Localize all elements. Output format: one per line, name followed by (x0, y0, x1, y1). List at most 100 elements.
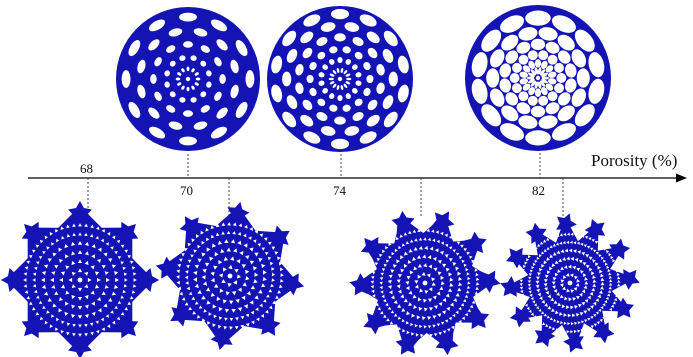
lattice-pore (258, 257, 263, 263)
lattice-lobe (21, 221, 46, 246)
lattice-pore (186, 264, 190, 269)
disk-hole (345, 58, 351, 65)
lattice-pore (440, 275, 445, 281)
disk-hole (564, 78, 577, 93)
lattice-pore (233, 280, 238, 285)
lattice-pore (122, 289, 126, 294)
lattice-pore (89, 234, 94, 238)
lattice-pore (562, 257, 566, 261)
disk-hole (354, 51, 363, 60)
lattice-pore (219, 288, 224, 293)
lattice-pore (193, 277, 198, 282)
lattice-pore (597, 265, 601, 270)
disk-hole (154, 57, 162, 67)
lattice-pore (556, 292, 560, 296)
lattice-pore (520, 272, 524, 276)
lattice-pore (535, 284, 540, 289)
disk-hole (354, 98, 363, 107)
disk-hole (490, 49, 505, 68)
lattice-pore (71, 260, 76, 266)
lattice-pore (463, 263, 467, 268)
lattice-pore (211, 243, 217, 248)
disk-hole (330, 138, 350, 150)
lattice-pore (573, 241, 577, 245)
lattice-pore (84, 241, 89, 246)
disk-hole (516, 41, 531, 54)
lattice-pore (595, 298, 599, 303)
lattice-pore (588, 256, 593, 261)
lattice-pore (461, 259, 465, 264)
lattice-pore (274, 251, 279, 255)
lattice-pore (427, 325, 432, 329)
disk-hole (552, 123, 576, 141)
lattice-pore (382, 249, 386, 254)
lattice-pore (228, 264, 233, 270)
lattice-pore (58, 308, 63, 313)
lattice-pore (229, 300, 234, 305)
lattice-pore (117, 256, 122, 260)
disk-hole (576, 68, 590, 88)
lattice-pore (408, 290, 413, 295)
lattice-pore (395, 236, 399, 241)
lattice-pore (600, 245, 604, 249)
disk-hole (512, 83, 522, 94)
lattice-lobe (395, 332, 419, 355)
disk-hole (190, 55, 197, 61)
disk-hole (200, 91, 207, 98)
lattice-pore (399, 234, 404, 238)
disk-hole (300, 31, 314, 44)
lattice-pore (561, 304, 566, 309)
lattice-pore (560, 320, 564, 325)
lattice-pore (582, 262, 587, 266)
lattice-pore (72, 223, 76, 227)
disk-hole (214, 91, 222, 101)
lattice-pore (432, 295, 437, 300)
lattice-pore (573, 287, 578, 291)
lattice-pore (66, 331, 70, 336)
lattice-pore (236, 274, 242, 279)
disk-hole (194, 82, 199, 86)
lattice-pore (586, 264, 590, 269)
lattice-pore (564, 296, 568, 301)
lattice-pore (436, 239, 440, 244)
lattice-pore (396, 259, 400, 264)
lattice-pore (595, 262, 599, 267)
lattice-pore (437, 313, 442, 318)
lattice-pore (583, 285, 588, 289)
disk-hole (216, 107, 228, 119)
lattice-pore (397, 304, 402, 308)
lattice-pore (458, 306, 462, 311)
lattice-pore (456, 241, 461, 245)
lattice-pore (95, 226, 100, 231)
disk-hole (571, 88, 586, 107)
lattice-pore (205, 287, 211, 292)
lattice-pore (409, 239, 414, 243)
lattice-pore (403, 232, 408, 236)
lattice-pore (539, 296, 543, 301)
disk-hole (164, 70, 170, 77)
disk-hole (588, 52, 605, 78)
lattice-pore (566, 330, 570, 334)
lattice-pore (458, 319, 462, 324)
lattice-pore (600, 281, 605, 286)
disk-hole (309, 61, 317, 71)
lattice-pore (448, 258, 453, 262)
lattice-pore (526, 306, 530, 310)
lattice-pore (538, 267, 543, 272)
lattice-pore (577, 321, 581, 325)
lattice-pore (375, 302, 379, 307)
lattice-pore (201, 252, 206, 257)
lattice-pore (202, 268, 207, 273)
lattice-pore (44, 291, 49, 296)
lattice-lobe (170, 303, 193, 327)
disk-center-hole (535, 75, 541, 81)
disk-hole (539, 80, 546, 87)
lattice-pore (445, 267, 450, 272)
lattice-pore (44, 264, 49, 269)
lattice-lobe (210, 327, 233, 351)
lattice-lobe (463, 231, 487, 254)
lattice-pore (201, 240, 205, 245)
lattice-pore (35, 312, 40, 316)
lattice-pore (372, 294, 376, 298)
